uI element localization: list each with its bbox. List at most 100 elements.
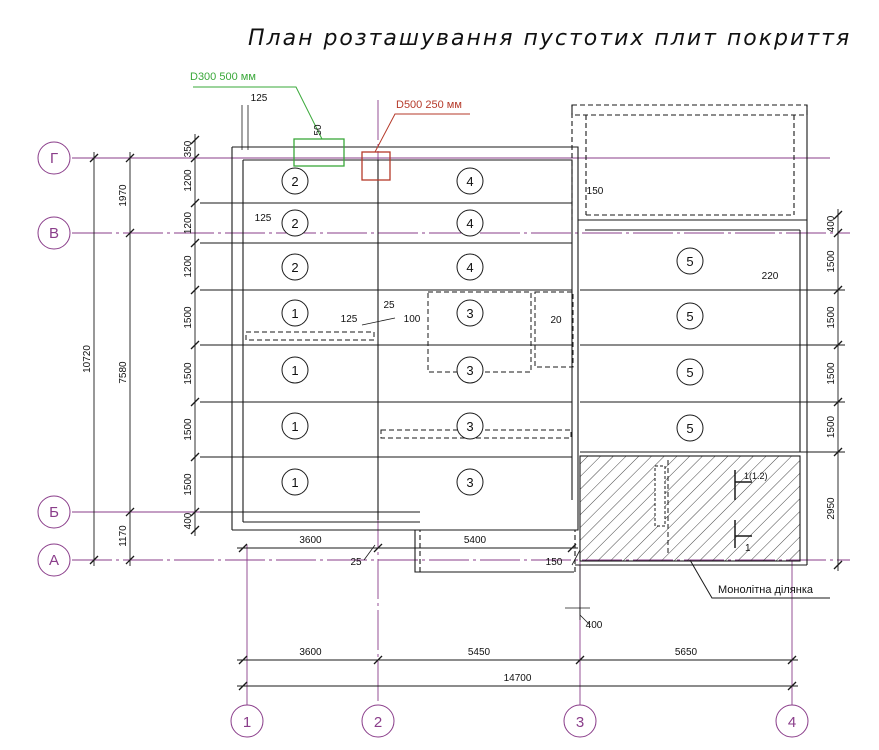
monolith-leader (689, 559, 830, 599)
slab-mark-c-4: 5 (676, 414, 704, 442)
svg-text:2: 2 (291, 260, 298, 275)
dim-right-row-4: 1500 (826, 362, 837, 385)
slab-mark-a-2: 2 (281, 209, 309, 237)
opening-green-label: D300 500 мм (190, 71, 256, 83)
section-cut-mark (734, 470, 752, 548)
dim-left-group-2: 7580 (118, 361, 129, 384)
slab-mark-b-6: 3 (456, 412, 484, 440)
slab-mark-a-5: 1 (281, 356, 309, 384)
dimensions: 3501200120012001500150015001500400197075… (82, 93, 843, 691)
slab-marks: 2 2 2 1 1 1 1 4 4 4 3 3 3 3 5 5 5 5 (281, 167, 704, 496)
axis-bubble-v (37, 216, 71, 250)
dim-note-125-top: 125 (251, 93, 268, 104)
slab-rows (200, 202, 845, 513)
slab-mark-a-3: 2 (281, 253, 309, 281)
drawing-title: План розташування пустотих плит покриття (248, 26, 852, 51)
svg-text:1: 1 (291, 475, 298, 490)
dim-note-125-mid: 125 (341, 314, 358, 325)
axis-label-g: Г (50, 150, 58, 167)
dim-note-50: 50 (313, 124, 324, 136)
opening-green (293, 138, 345, 167)
axis-label-v: В (49, 225, 59, 242)
dim-left-row-2: 1200 (183, 169, 194, 192)
dim-right-row-6: 2950 (826, 497, 837, 520)
svg-text:4: 4 (466, 216, 473, 231)
axis-bubble-4 (775, 704, 809, 738)
slab-mark-b-7: 3 (456, 468, 484, 496)
dim-right-row-3: 1500 (826, 306, 837, 329)
axis-bubble-2 (361, 704, 395, 738)
dim-bottom-span-3: 5650 (675, 647, 698, 658)
dim-bottom-inner-2: 5400 (464, 535, 487, 546)
svg-text:2: 2 (291, 216, 298, 231)
svg-text:3: 3 (466, 475, 473, 490)
axis-label-3: 3 (576, 714, 584, 731)
axis-label-1: 1 (243, 714, 251, 731)
slab-mark-c-2: 5 (676, 302, 704, 330)
dim-right-row-2: 1500 (826, 250, 837, 273)
svg-text:5: 5 (686, 365, 693, 380)
dim-note-150-bottom: 150 (546, 557, 563, 568)
dim-note-400-bottom: 400 (586, 620, 603, 631)
dim-note-220: 220 (762, 271, 779, 282)
axis-bubble-1 (230, 704, 264, 738)
axis-bubble-a (37, 543, 71, 577)
svg-text:5: 5 (686, 254, 693, 269)
dim-left-group-1: 1970 (118, 184, 129, 207)
dim-left-row-1: 350 (183, 140, 194, 157)
svg-text:1: 1 (291, 306, 298, 321)
dim-left-total-1: 10720 (82, 345, 93, 373)
axis-label-2: 2 (374, 714, 382, 731)
dim-bottom-span-1: 3600 (299, 647, 322, 658)
axis-bubble-b (37, 495, 71, 529)
building-outline (231, 104, 808, 573)
section-label: 1 (745, 543, 751, 554)
dim-left-row-3: 1200 (183, 211, 194, 234)
dim-right-row-1: 400 (826, 215, 837, 232)
dim-left-row-4: 1200 (183, 255, 194, 278)
dim-note-150-top: 150 (587, 186, 604, 197)
opening-red-label: D500 250 мм (396, 99, 462, 111)
opening-red-leader (374, 113, 470, 153)
slab-mark-a-4: 1 (281, 299, 309, 327)
dim-bottom-span-2: 5450 (468, 647, 491, 658)
slab-mark-b-2: 4 (456, 209, 484, 237)
dim-note-20: 20 (550, 315, 562, 326)
slab-mark-a-6: 1 (281, 412, 309, 440)
dim-bottom-total-1: 14700 (504, 673, 532, 684)
slab-mark-b-3: 4 (456, 253, 484, 281)
dim-left-row-6: 1500 (183, 362, 194, 385)
dim-note-125-left: 125 (255, 213, 272, 224)
slab-mark-c-3: 5 (676, 358, 704, 386)
svg-text:5: 5 (686, 309, 693, 324)
dim-left-row-8: 1500 (183, 473, 194, 496)
svg-text:2: 2 (291, 174, 298, 189)
dim-right-row-5: 1500 (826, 415, 837, 438)
dim-left-row-9: 400 (183, 512, 194, 529)
axis-label-a: А (49, 552, 59, 569)
dim-note-25: 25 (383, 300, 395, 311)
svg-text:3: 3 (466, 363, 473, 378)
dim-note-25-bottom: 25 (350, 557, 362, 568)
svg-text:1: 1 (291, 363, 298, 378)
axis-label-4: 4 (788, 714, 796, 731)
slab-mark-a-1: 2 (281, 167, 309, 195)
slab-mark-b-1: 4 (456, 167, 484, 195)
svg-text:5: 5 (686, 421, 693, 436)
axis-bubble-g (37, 141, 71, 175)
dim-bottom-inner-1: 3600 (299, 535, 322, 546)
opening-green-leader (193, 86, 323, 140)
monolith-area (579, 455, 801, 562)
svg-text:1: 1 (291, 419, 298, 434)
slab-mark-c-1: 5 (676, 247, 704, 275)
dim-note-100: 100 (404, 314, 421, 325)
section-ref-label: 1(1.2) (744, 471, 768, 481)
svg-text:4: 4 (466, 260, 473, 275)
svg-text:4: 4 (466, 174, 473, 189)
axis-bubble-3 (563, 704, 597, 738)
svg-text:3: 3 (466, 306, 473, 321)
svg-text:3: 3 (466, 419, 473, 434)
monolith-label: Монолітна ділянка (718, 584, 814, 596)
slab-mark-b-5: 3 (456, 356, 484, 384)
